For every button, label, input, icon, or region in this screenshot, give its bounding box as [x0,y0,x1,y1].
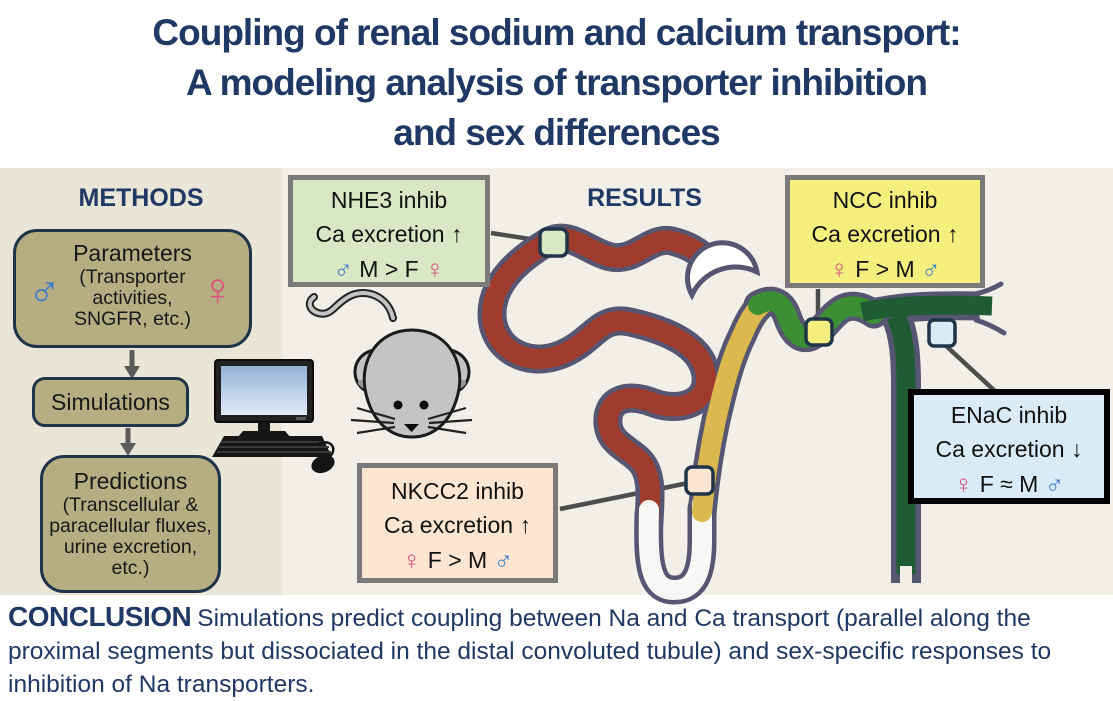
female-symbol: ♀ [953,469,974,499]
female-symbol: ♀ [200,263,236,315]
glomerulus [685,240,761,301]
parameters-title: Parameters [73,240,192,266]
predictions-subtitle: (Transcellular & paracellular fluxes, ur… [49,494,212,579]
male-symbol: ♂ [333,254,353,284]
comparison-text: M > F [359,256,419,282]
female-symbol: ♀ [425,254,445,284]
nkcc2-effect: Ca excretion ↑ [383,512,531,538]
connecting-tubule [860,295,993,322]
comparison-text: F > M [855,256,915,282]
enac-callout: ENaC inhib Ca excretion ↓ ♀ F ≈ M ♂ [908,389,1110,504]
nhe3-name: NHE3 inhib [330,187,448,213]
female-symbol: ♀ [401,545,422,575]
female-symbol: ♀ [829,254,849,284]
ncc-callout: NCC inhib Ca excretion ↑ ♀ F > M ♂ [785,175,985,288]
enac-connector-line [942,342,998,394]
monitor-screen [221,366,307,415]
simulations-title: Simulations [51,388,170,415]
mouse-nose [404,424,419,432]
title-line-1: Coupling of renal sodium and calcium tra… [152,12,961,53]
nhe3-effect: Ca excretion ↑ [315,221,463,247]
comparison-text: F ≈ M [979,471,1039,497]
nhe3-callout: NHE3 inhib Ca excretion ↑ ♂ M > F ♀ [288,175,490,287]
mouse-illustration [305,288,473,439]
mouse-whiskers [350,406,473,435]
comparison-text: F > M [427,547,488,573]
enac-name: ENaC inhib [950,402,1068,428]
nkcc2-comparison: ♀ F > M ♂ [362,542,553,577]
ncc-name: NCC inhib [832,187,938,213]
computer-illustration [212,359,335,474]
thin-limb-loop [638,494,712,600]
nkcc2-connector-line [559,478,699,512]
male-symbol: ♂ [1044,469,1065,499]
mouse-right-eye [419,400,429,410]
mouse-head [362,328,462,439]
computer-mouse [311,454,335,474]
predictions-title: Predictions [73,468,188,494]
nhe3-comparison: ♂ M > F ♀ [293,251,485,286]
mouse-left-eye [393,400,403,410]
proximal-tubule-upper [536,228,716,270]
conclusion-text: Simulations predict coupling between Na … [8,605,1052,698]
ncc-site-marker [804,317,834,347]
nephron-diagram [477,223,1007,605]
nkcc2-site-marker [684,465,715,496]
nkcc2-callout: NKCC2 inhib Ca excretion ↑ ♀ F > M ♂ [357,463,558,583]
nkcc2-name: NKCC2 inhib [391,478,524,504]
enac-comparison: ♀ F ≈ M ♂ [914,466,1104,501]
conclusion-heading: CONCLUSION [8,601,192,632]
title-line-3: and sex differences [393,112,720,153]
page-title: Coupling of renal sodium and calcium tra… [0,8,1113,158]
parameters-box: Parameters (Transporter activities, SNGF… [13,229,252,348]
male-symbol: ♂ [28,266,61,315]
flow-arrow-1 [124,350,140,379]
proximal-tubule [481,233,717,532]
enac-effect: Ca excretion ↓ [935,436,1083,462]
flow-arrow-2 [120,428,136,456]
results-heading: RESULTS [587,184,702,212]
simulations-box: Simulations [32,377,189,427]
mouse-cable [317,441,335,458]
predictions-box: Predictions (Transcellular & paracellula… [40,455,221,593]
ncc-effect: Ca excretion ↑ [811,221,959,247]
parameters-subtitle: (Transporter activities, SNGFR, etc.) [73,266,191,330]
male-symbol: ♂ [921,254,941,284]
enac-site-marker [927,318,957,348]
nhe3-site-marker [538,227,569,258]
male-symbol: ♂ [493,545,514,575]
ncc-comparison: ♀ F > M ♂ [790,251,980,286]
collecting-duct [887,312,916,574]
methods-heading: METHODS [78,184,204,212]
title-line-2: A modeling analysis of transporter inhib… [186,62,928,103]
